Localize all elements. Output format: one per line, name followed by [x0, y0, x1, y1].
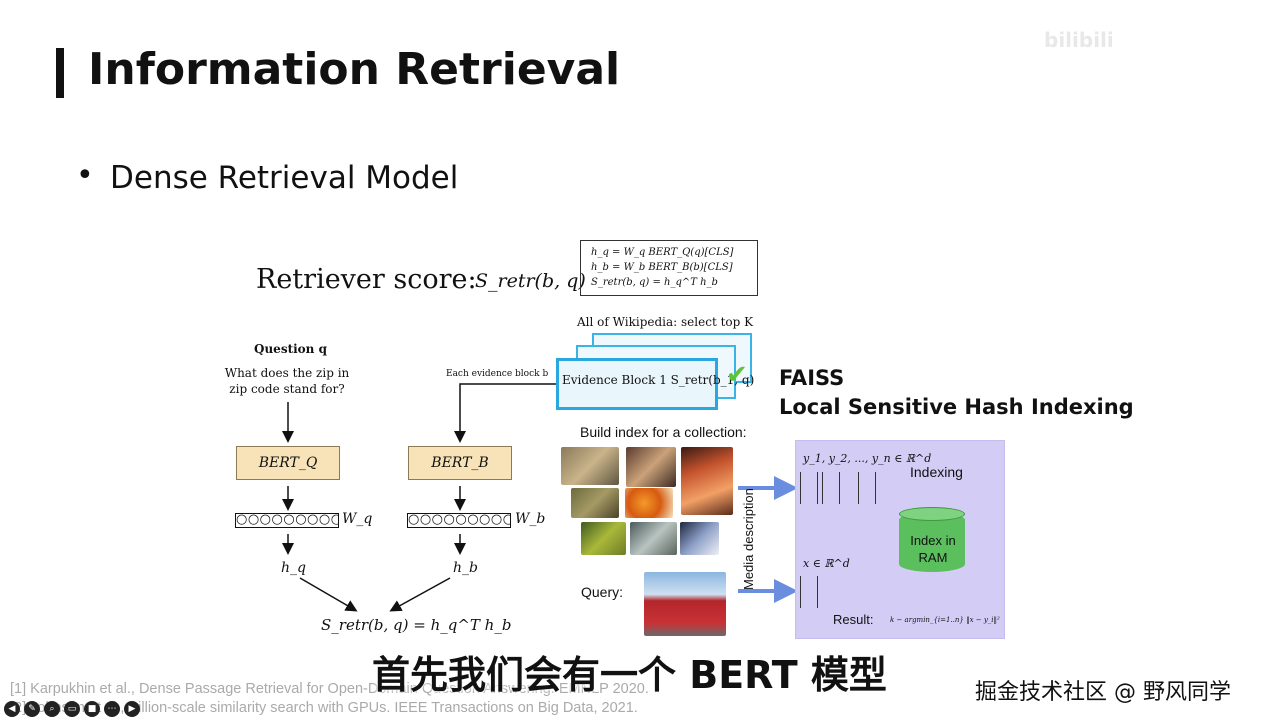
evidence-block-text: Evidence Block 1 S_retr(b_1, q) — [562, 373, 755, 387]
wq-label: W_q — [342, 511, 373, 527]
formula-line-hb: h_b = W_b BERT_B(b)[CLS] — [591, 262, 733, 273]
camera-icon[interactable]: ■ — [84, 701, 100, 717]
formula-line-hq: h_q = W_q BERT_Q(q)[CLS] — [591, 247, 734, 258]
thumbnail-image — [571, 488, 619, 518]
question-text: What does the zip in zip code stand for? — [224, 366, 350, 396]
bullet-text: Dense Retrieval Model — [110, 160, 459, 196]
thumbnail-image — [626, 447, 676, 487]
faiss-heading: FAISS Local Sensitive Hash Indexing — [779, 364, 1134, 422]
back-icon[interactable]: ◀ — [4, 701, 20, 717]
query-image — [644, 572, 726, 636]
faiss-subtitle: Local Sensitive Hash Indexing — [779, 395, 1134, 419]
arrow-hb-to-score — [389, 577, 451, 612]
evidence-each-label: Each evidence block b — [446, 369, 549, 379]
bert-q-box: BERT_Q — [236, 446, 340, 480]
indexing-label: Indexing — [910, 464, 963, 480]
thumbnail-image — [561, 447, 619, 485]
vector-q: ○○○○○○○○○ — [235, 513, 339, 528]
retriever-score-formula: S_retr(b, q) — [475, 270, 586, 292]
y-set-label: y_1, y_2, ..., y_n ∈ ℝ^d — [803, 452, 932, 465]
search-icon[interactable]: ⌕ — [44, 701, 60, 717]
arrow-evidence-to-bertb — [454, 383, 556, 443]
vector-b: ○○○○○○○○○ — [407, 513, 511, 528]
arrow-hq-to-score — [299, 577, 358, 612]
score-equation: S_retr(b, q) = h_q^T h_b — [321, 616, 512, 634]
juejin-watermark: 掘金技术社区 @ 野风同学 — [975, 680, 1231, 705]
retriever-score-label: Retriever score: — [256, 264, 477, 295]
result-label: Result: — [833, 612, 874, 627]
query-vector-bracket — [800, 576, 818, 608]
evidence-block-card — [556, 358, 718, 410]
thumbnail-image — [581, 522, 626, 555]
formula-line-score: S_retr(b, q) = h_q^T h_b — [591, 277, 718, 288]
vector-bracket — [822, 472, 840, 504]
x-set-label: x ∈ ℝ^d — [803, 557, 850, 570]
wb-label: W_b — [515, 511, 546, 527]
hq-label: h_q — [281, 560, 306, 576]
footnote-1: [1] Karpukhin et al., Dense Passage Retr… — [10, 681, 649, 697]
player-controls: ◀ ✎ ⌕ ▭ ■ ⋯ ▶ — [4, 700, 140, 718]
footnote-2: [2] Johnson et al., Billion-scale simila… — [10, 700, 638, 716]
formula-box: h_q = W_q BERT_Q(q)[CLS] h_b = W_b BERT_… — [580, 240, 758, 296]
database-label: Index in RAM — [910, 533, 956, 565]
check-icon: ✔ — [726, 360, 748, 390]
title-accent-bar — [56, 48, 64, 98]
pen-icon[interactable]: ✎ — [24, 701, 40, 717]
hb-label: h_b — [453, 560, 478, 576]
question-label: Question q — [254, 342, 327, 356]
vector-bracket — [800, 472, 818, 504]
wiki-label: All of Wikipedia: select top K — [577, 315, 754, 329]
thumbnail-image — [625, 488, 673, 518]
bullet-dot: • — [76, 158, 94, 193]
query-label: Query: — [581, 584, 624, 600]
bert-b-box: BERT_B — [408, 446, 512, 480]
page-title: Information Retrieval — [88, 44, 621, 95]
faiss-title: FAISS — [779, 366, 845, 390]
thumbnail-image — [680, 522, 719, 555]
bilibili-watermark: bilibili — [1044, 28, 1114, 52]
forward-icon[interactable]: ▶ — [124, 701, 140, 717]
database-top — [899, 507, 965, 521]
database-icon — [899, 512, 965, 572]
more-icon[interactable]: ⋯ — [104, 701, 120, 717]
thumbnail-image — [630, 522, 677, 555]
caption-icon[interactable]: ▭ — [64, 701, 80, 717]
thumbnail-image — [681, 447, 733, 515]
vector-bracket — [858, 472, 876, 504]
video-subtitle: 首先我们会有一个 BERT 模型 — [372, 653, 887, 697]
result-formula: k − argmin_{i=1..n} ‖x − y_i‖² — [890, 616, 1000, 624]
build-index-label: Build index for a collection: — [580, 424, 747, 440]
media-description-label: Media description — [741, 488, 756, 590]
